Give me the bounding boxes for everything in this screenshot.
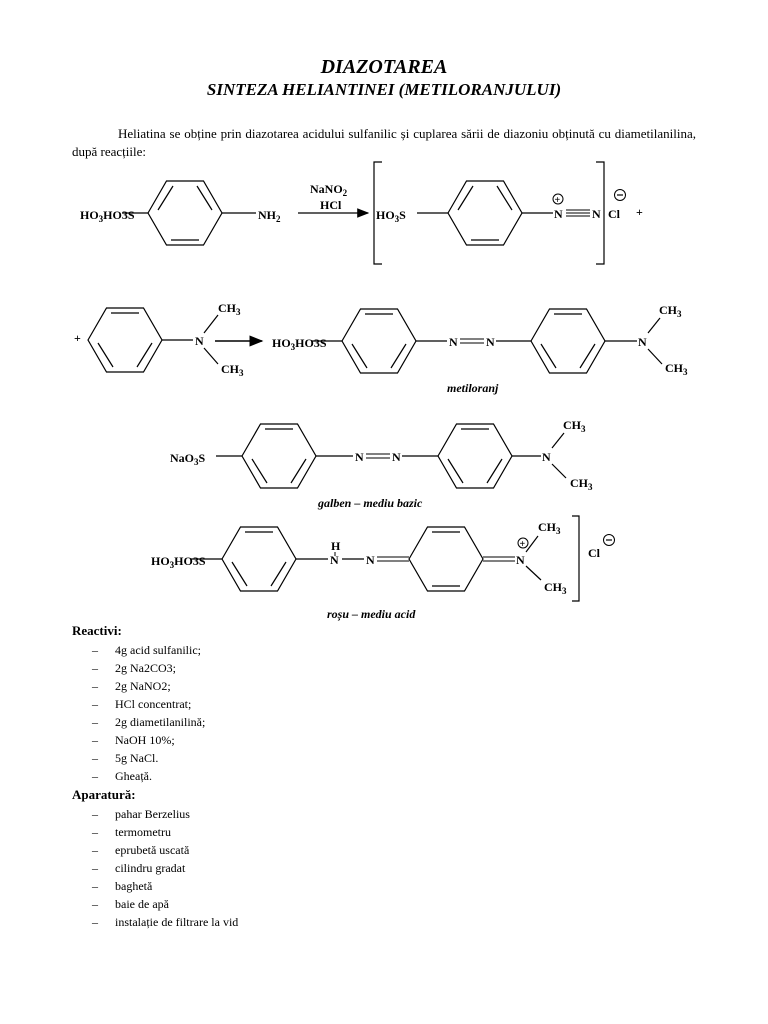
- reagents-heading: Reactivi:: [72, 623, 122, 638]
- n-label: N: [330, 553, 339, 567]
- right-bracket: [596, 161, 605, 265]
- nao3s-label: NaO3S: [170, 451, 206, 467]
- dimethylaniline-structure: N CH3 CH3: [87, 301, 244, 378]
- plus-sign: +: [74, 331, 81, 345]
- ho3s-label: HO3HO3S: [151, 554, 206, 570]
- n-label: N: [392, 450, 401, 464]
- nh2-label: NH2: [258, 208, 281, 224]
- apparatus-heading: Aparatură:: [72, 787, 136, 802]
- diazonium-salt-structure: HO3S N + N Cl +: [373, 161, 643, 265]
- caption-metiloranj: metiloranj: [447, 381, 499, 395]
- plus-sign: +: [636, 205, 643, 219]
- cl-label: Cl: [588, 546, 601, 560]
- n-label: N: [366, 553, 375, 567]
- list-item: –eprubetă uscată: [92, 843, 190, 857]
- list-item: –4g acid sulfanilic;: [92, 643, 201, 657]
- list-item: –instalație de filtrare la vid: [92, 915, 239, 929]
- n-plus-label: N: [516, 553, 525, 567]
- list-item: –2g Na2CO3;: [92, 661, 176, 675]
- n-label: N: [449, 335, 458, 349]
- ch3-label: CH3: [218, 301, 241, 317]
- page-subtitle: SINTEZA HELIANTINEI (METILORANJULUI): [206, 80, 562, 99]
- ho3s-label: HO3HO3S: [80, 208, 135, 224]
- yellow-form-structure: NaO3S N N N CH3 CH3: [170, 418, 593, 492]
- cl-label: Cl: [608, 207, 621, 221]
- caption-red: roșu – mediu acid: [327, 607, 416, 622]
- ch3-label: CH3: [563, 418, 586, 434]
- n-label: N: [195, 334, 204, 348]
- list-item: –baghetă: [92, 879, 153, 893]
- ch3-label: CH3: [659, 303, 682, 319]
- red-form-structure: HO3HO3S H N N N + CH3 CH3 Cl: [151, 515, 615, 602]
- n-label: N: [355, 450, 364, 464]
- ch3-label: CH3: [665, 361, 688, 377]
- n-label: N: [638, 335, 647, 349]
- apparatus-list: –pahar Berzelius –termometru –eprubetă u…: [72, 805, 238, 931]
- ch3-label: CH3: [570, 476, 593, 492]
- sulfanilic-acid-structure: HO3HO3S NH2: [80, 180, 281, 246]
- list-item: –HCl concentrat;: [92, 697, 192, 711]
- n-label: N: [486, 335, 495, 349]
- list-item: –termometru: [92, 825, 171, 839]
- svg-text:+: +: [555, 195, 561, 206]
- methyl-orange-structure: HO3HO3S N N N CH3 CH3: [272, 303, 688, 377]
- reaction-diagram: HO3HO3S NH2 NaNO2 HCl HO3S N + N Cl + + …: [74, 161, 688, 622]
- right-bracket: [572, 515, 580, 602]
- page-title: DIAZOTAREA: [320, 56, 448, 78]
- list-item: –NaOH 10%;: [92, 733, 175, 747]
- list-item: –cilindru gradat: [92, 861, 186, 875]
- h-label: H: [331, 539, 341, 553]
- svg-text:+: +: [520, 539, 526, 550]
- n-label: N: [592, 207, 601, 221]
- list-item: –2g diametilanilină;: [92, 715, 206, 729]
- reagent-nano2: NaNO2: [310, 182, 348, 198]
- ho3s-label: HO3S: [376, 208, 406, 224]
- reagents-list: –4g acid sulfanilic; –2g Na2CO3; –2g NaN…: [72, 641, 205, 785]
- list-item: –2g NaNO2;: [92, 679, 171, 693]
- list-item: –baie de apă: [92, 897, 169, 911]
- ch3-label: CH3: [544, 580, 567, 596]
- list-item: –Gheață.: [92, 769, 152, 783]
- n-label: N: [542, 450, 551, 464]
- ho3s-label: HO3HO3S: [272, 336, 327, 352]
- list-item: –5g NaCl.: [92, 751, 159, 765]
- intro-paragraph: Heliatina se obține prin diazotarea acid…: [72, 126, 696, 159]
- reagent-hcl: HCl: [320, 198, 342, 212]
- n-plus-label: N: [554, 207, 563, 221]
- ch3-label: CH3: [221, 362, 244, 378]
- ch3-label: CH3: [538, 520, 561, 536]
- list-item: –pahar Berzelius: [92, 807, 190, 821]
- reaction-arrow-1: NaNO2 HCl: [298, 182, 370, 218]
- caption-yellow: galben – mediu bazic: [317, 496, 423, 510]
- left-bracket: [373, 161, 382, 265]
